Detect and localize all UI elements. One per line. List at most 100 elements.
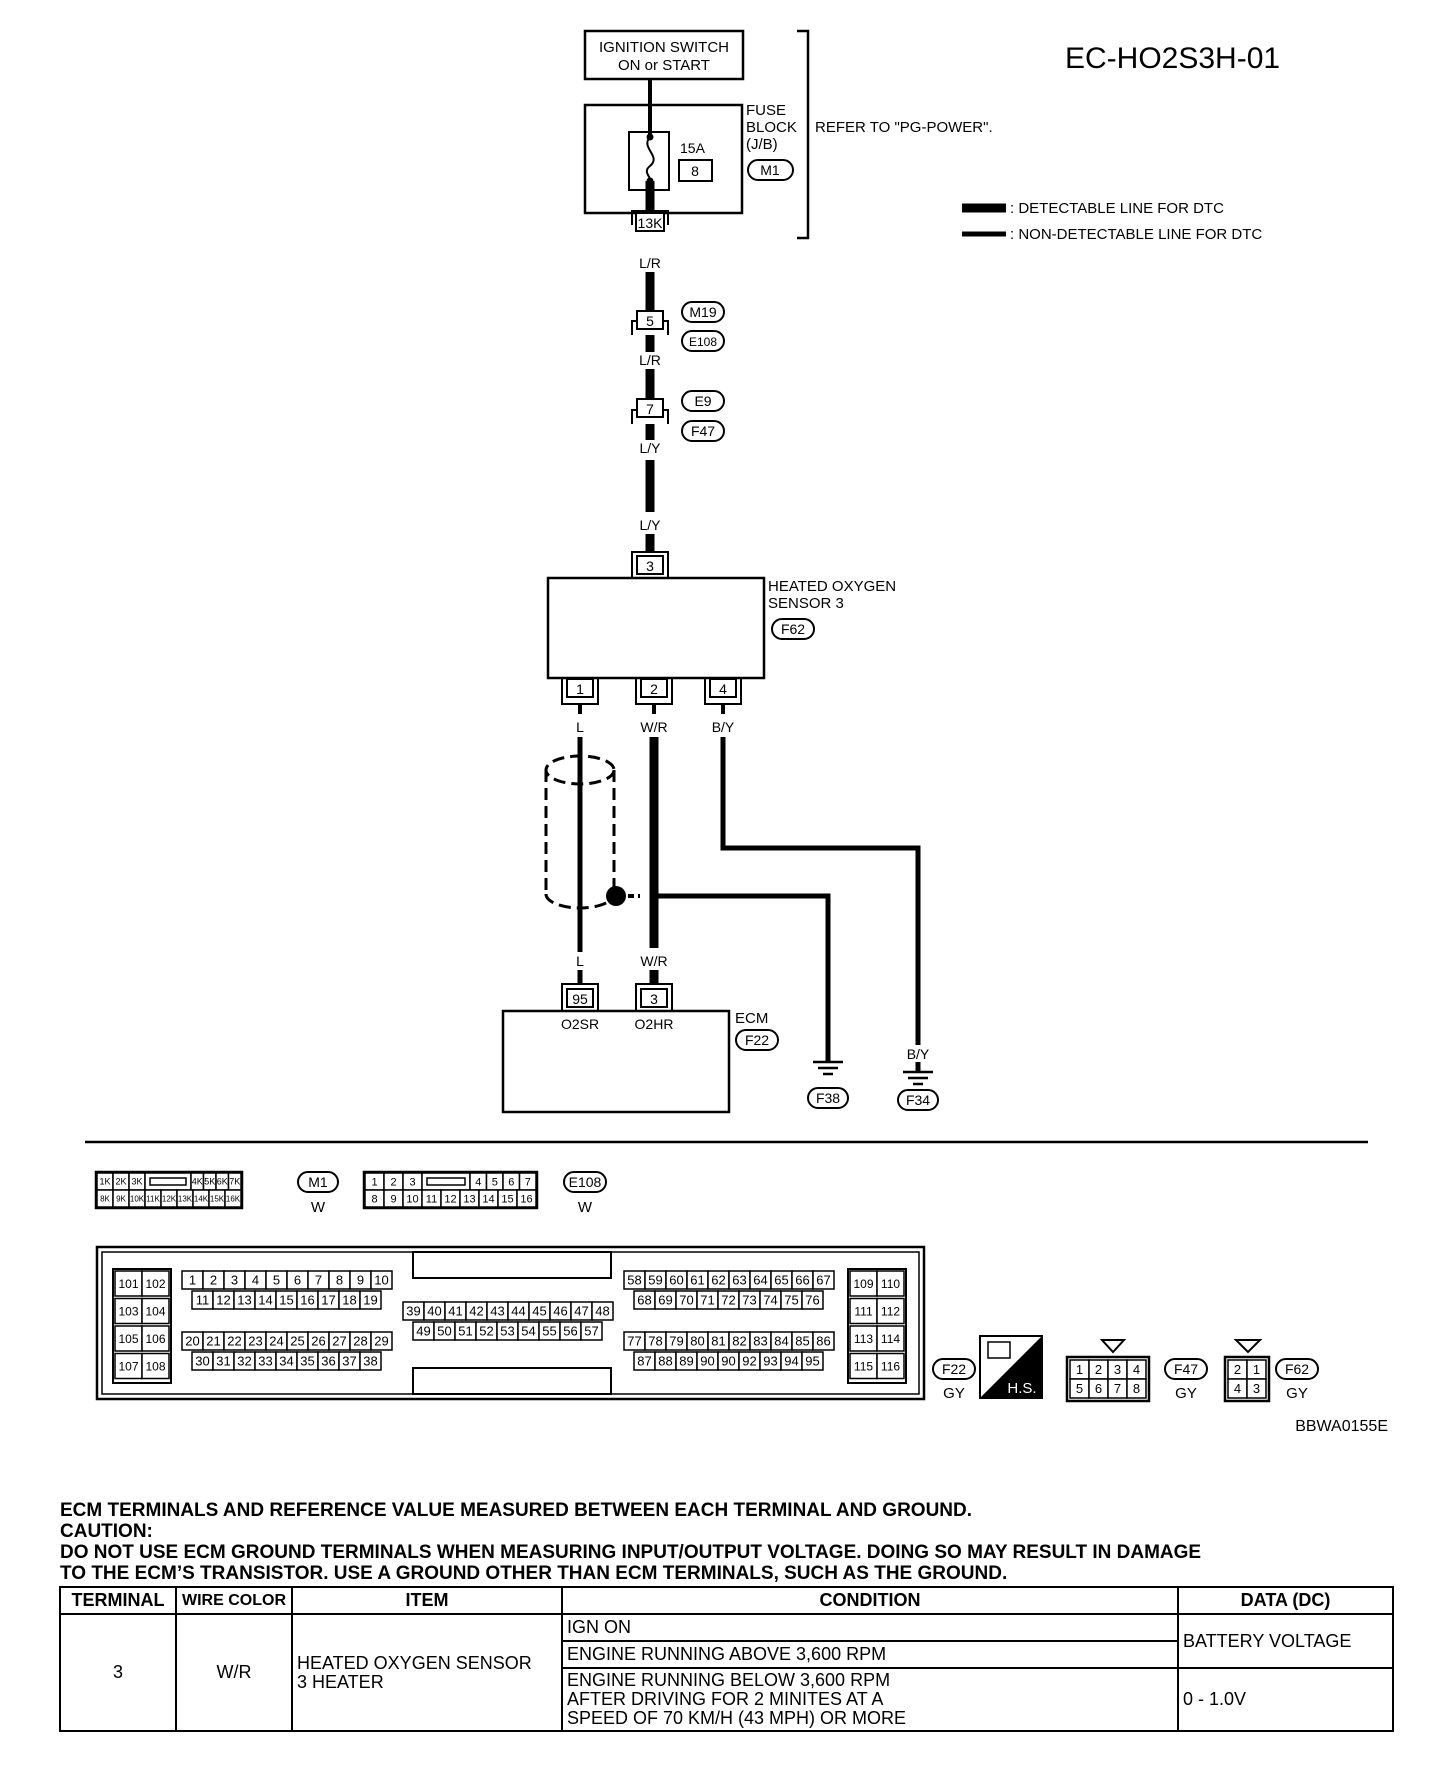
connector-cell-label: 2 [1234,1362,1241,1377]
sensor-label2: SENSOR 3 [768,595,844,612]
cell-terminal: 3 [59,1613,177,1732]
connector-cell-label: 93 [763,1354,777,1369]
connector-cell-label: 46 [553,1304,567,1319]
ecm-terminal-table: TERMINAL WIRE COLOR ITEM CONDITION DATA … [59,1586,1394,1732]
connector-cell-label: 9 [357,1273,364,1288]
joint2-pin: 7 [646,401,654,417]
connector-cell [1246,1378,1267,1399]
connector-cell-label: 28 [353,1334,367,1349]
connector-id-pill [563,1171,607,1193]
connector-cell-label: 1 [1253,1362,1260,1377]
wire-color-lr-2: L/R [639,352,661,368]
joint1-connector-e108: E108 [689,335,717,349]
notes-line4: TO THE ECM’S TRANSISTOR. USE A GROUND OT… [60,1563,1008,1584]
wire-color-by-2: B/Y [907,1046,930,1062]
sensor-pin-2: 2 [650,681,658,697]
ecm-key-bottom [412,1367,612,1395]
m1-connector-outline [94,1170,244,1210]
connector-cell-label: 95 [805,1354,819,1369]
connector-cell-label: 12K [162,1194,177,1203]
connector-cell-label: 44 [511,1304,525,1319]
connector-cell-label: 33 [258,1354,272,1369]
joint2-connector-f47: F47 [691,423,715,439]
joint-connector-2 [631,398,669,424]
connector-cell-label: 7K [229,1177,240,1187]
fuse-block-connector: M1 [760,162,780,178]
connector-cell [359,1290,382,1310]
connector-cell-label: 15K [210,1194,225,1203]
m1-slot-inner [149,1177,187,1186]
connector-cell [114,1325,143,1352]
fuse-amp: 15A [680,140,706,156]
item-line1: HEATED OXYGEN SENSOR [297,1652,532,1673]
harness-side-fill [980,1336,1042,1398]
connector-cell-label: 21 [206,1334,220,1349]
connector-cell-label: 38 [363,1354,377,1369]
refer-bracket [797,29,810,240]
connector-cell-label: 75 [784,1293,798,1308]
connector-cell [370,1270,393,1290]
connector-cell-label: 40 [427,1304,441,1319]
connector-cell-label: 83 [753,1334,767,1349]
connector-cell-label: 70 [679,1293,693,1308]
connector-cell-label: 13 [237,1293,251,1308]
connector-cell [141,1352,170,1380]
header-condition: CONDITION [561,1586,1179,1615]
connector-cell-label: 1 [189,1273,196,1288]
connector-cell-label: 15 [501,1193,513,1205]
connector-cell [114,1352,143,1380]
connector-cell-label: 32 [237,1354,251,1369]
connector-cell-label: 87 [637,1354,651,1369]
connector-cell-label: 6 [294,1273,301,1288]
ecm-pin-95: 95 [572,991,588,1007]
legend-detectable-text: : DETECTABLE LINE FOR DTC [1010,200,1224,217]
connector-cell-label: 27 [332,1334,346,1349]
connector-cell-label: 60 [669,1273,683,1288]
ignition-state: ON or START [618,57,710,74]
connector-id-pill [1275,1358,1319,1380]
wire-color-wr-2: W/R [640,953,667,969]
harness-side-label: H.S. [1007,1380,1036,1397]
connector-cell [516,1189,537,1208]
connector-cell-label: 16K [226,1194,241,1203]
connector-cell-label: 1 [1076,1362,1083,1377]
connector-cell-label: 30 [195,1354,209,1369]
cond3-line1: ENGINE RUNNING BELOW 3,600 RPM [567,1670,891,1690]
connector-cell-label: 85 [795,1334,809,1349]
connector-cell-label: 48 [595,1304,609,1319]
connector-cell-label: 14 [258,1293,272,1308]
connector-cell-label: 9K [116,1194,126,1203]
connector-cell-label: 66 [795,1273,809,1288]
joint1-pin: 5 [646,313,654,329]
notes-caution: CAUTION: [60,1521,153,1542]
connector-cell-label: 62 [711,1273,725,1288]
connector-cell-label: 116 [881,1359,900,1373]
connector-color: GY [943,1385,965,1402]
connector-cell [370,1331,393,1351]
wire-color-ly-1: L/Y [639,440,661,456]
fuse-number-box [678,159,713,182]
cell-data1: BATTERY VOLTAGE [1177,1613,1394,1669]
connector-cell [812,1270,835,1290]
connector-id: F22 [942,1361,966,1377]
connector-cell-label: 82 [732,1334,746,1349]
connector-cell-label: 49 [416,1324,430,1339]
connector-cell-label: 4 [1234,1381,1241,1396]
heated-oxygen-sensor-box [546,576,766,680]
connector-cell [801,1290,824,1310]
fuse-block-label2: BLOCK [746,119,797,136]
shield-icon [544,754,616,910]
connector-cell-label: 4K [192,1177,203,1187]
connector-cell-label: 13K [178,1194,193,1203]
connector-color: W [578,1199,593,1216]
connector-cell-label: 43 [490,1304,504,1319]
connector-cell-label: 65 [774,1273,788,1288]
connector-id-pill [297,1171,339,1193]
connector-cell-label: 24 [269,1334,283,1349]
connector-cell-label: 114 [881,1332,900,1346]
connector-cell-label: 31 [216,1354,230,1369]
connector-cell-label: 111 [854,1304,873,1318]
connector-cell [114,1297,143,1325]
connector-cell-label: 39 [406,1304,420,1319]
